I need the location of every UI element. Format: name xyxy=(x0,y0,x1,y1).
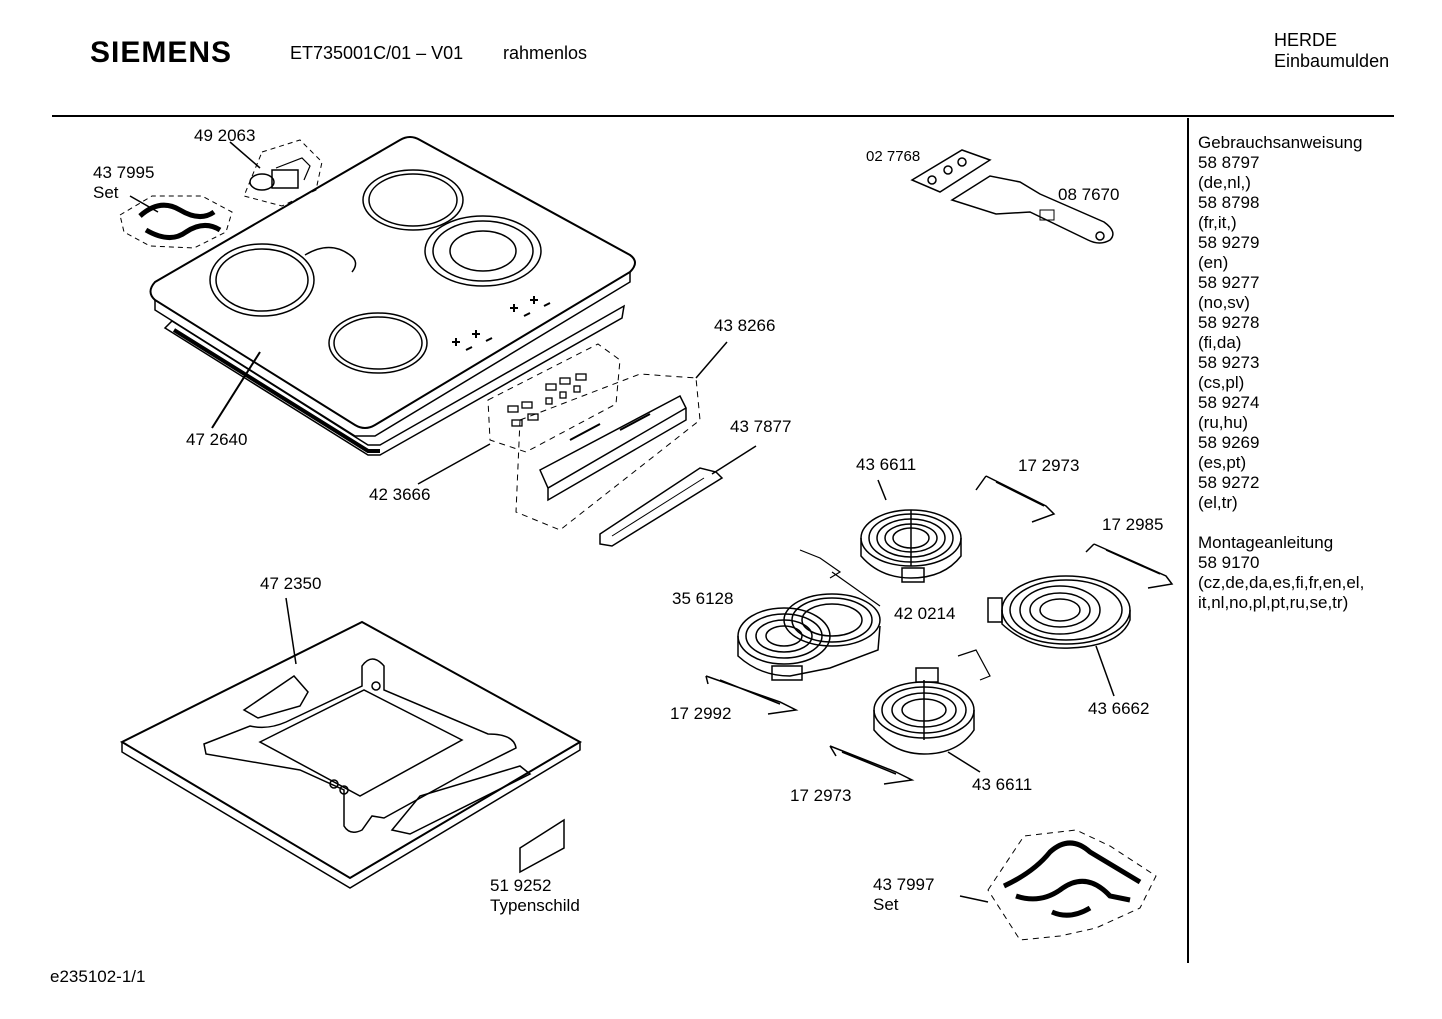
part-label-436611-top: 43 6611 xyxy=(856,455,917,474)
doc-line: 58 9279 xyxy=(1198,233,1260,252)
doc-line: 58 9278 xyxy=(1198,313,1260,332)
documentation-sidebar: Gebrauchsanweisung 58 8797 (de,nl,) 58 8… xyxy=(1198,133,1364,613)
doc-line: 58 8797 xyxy=(1198,153,1260,172)
doc-line: 58 9274 xyxy=(1198,393,1260,412)
part-label-087670: 08 7670 xyxy=(1058,185,1120,204)
brand-logo: SIEMENS xyxy=(90,36,233,69)
part-label-437997: 43 7997 xyxy=(873,875,935,894)
heating-element-double xyxy=(737,593,881,681)
type-plate xyxy=(519,818,565,874)
model-variant: rahmenlos xyxy=(503,43,588,63)
heating-element-oval xyxy=(987,575,1131,649)
bracket-lower-left xyxy=(705,675,799,715)
part-label-356128: 35 6128 xyxy=(672,589,734,608)
doc-line: 58 9170 xyxy=(1198,553,1260,572)
control-panel-set xyxy=(487,343,701,531)
part-label-437997-set: Set xyxy=(873,895,899,914)
part-label-172973-bottom: 17 2973 xyxy=(790,786,852,805)
doc-line: 58 8798 xyxy=(1198,193,1260,212)
doc-line-spacer xyxy=(1198,513,1364,533)
doc-line: it,nl,no,pl,pt,ru,se,tr) xyxy=(1198,593,1349,612)
document-id: e235102-1/1 xyxy=(50,967,146,986)
control-strip xyxy=(599,467,724,547)
doc-line: (de,nl,) xyxy=(1198,173,1251,192)
doc-line: (ru,hu) xyxy=(1198,413,1249,432)
part-label-423666: 42 3666 xyxy=(369,485,431,504)
scraper-tool xyxy=(910,149,1114,244)
doc-line: 58 9272 xyxy=(1198,473,1260,492)
part-label-420214: 42 0214 xyxy=(894,604,956,623)
bracket-small-right xyxy=(957,649,991,681)
part-label-027768: 02 7768 xyxy=(866,148,921,165)
heating-element-bottom xyxy=(873,667,975,755)
part-label-492063: 49 2063 xyxy=(194,126,256,145)
part-label-519252: 51 9252 xyxy=(490,876,552,895)
part-label-437877: 43 7877 xyxy=(730,417,792,436)
leader-437995 xyxy=(129,195,159,213)
doc-line: 58 9277 xyxy=(1198,273,1260,292)
part-label-172973-top: 17 2973 xyxy=(1018,456,1080,475)
part-label-437995: 43 7995 xyxy=(93,163,155,182)
doc-line: (el,tr) xyxy=(1198,493,1238,512)
doc-line: (fi,da) xyxy=(1198,333,1242,352)
part-label-172985: 17 2985 xyxy=(1102,515,1164,534)
part-label-519252-typenschild: Typenschild xyxy=(490,896,580,915)
leader-437877 xyxy=(711,445,757,475)
doc-line: (cs,pl) xyxy=(1198,373,1245,392)
part-label-172992: 17 2992 xyxy=(670,704,732,723)
model-number: ET735001C/01 – V01 xyxy=(290,43,464,63)
cooktop-glass xyxy=(149,136,636,456)
category-subtitle: Einbaumulden xyxy=(1274,51,1390,71)
doc-line: (cz,de,da,es,fi,fr,en,el, xyxy=(1198,573,1365,592)
leader-472640 xyxy=(211,351,261,429)
clip-set-lower xyxy=(987,829,1157,941)
leader-436662 xyxy=(1095,645,1115,697)
leader-492063 xyxy=(229,141,261,169)
leader-472350 xyxy=(285,597,297,665)
doc-line: (fr,it,) xyxy=(1198,213,1237,232)
doc-line: (en) xyxy=(1198,253,1229,272)
doc-line: Gebrauchsanweisung xyxy=(1198,133,1363,152)
leader-436611a xyxy=(877,479,887,501)
doc-line: Montageanleitung xyxy=(1198,533,1334,552)
leader-438266 xyxy=(695,341,728,379)
leader-423666 xyxy=(417,443,491,485)
doc-line: 58 9269 xyxy=(1198,433,1260,452)
base-pan xyxy=(119,620,583,889)
part-label-437995-set: Set xyxy=(93,183,119,202)
bracket-top-right xyxy=(975,475,1056,523)
sensor-part xyxy=(243,139,323,207)
leader-420214 xyxy=(831,571,881,607)
doc-line: (es,pt) xyxy=(1198,453,1247,472)
category-title: HERDE xyxy=(1274,30,1338,50)
part-label-472350: 47 2350 xyxy=(260,574,322,593)
bracket-lower-middle xyxy=(829,745,915,785)
bracket-right xyxy=(1085,543,1174,589)
part-label-436662: 43 6662 xyxy=(1088,699,1150,718)
doc-line: (no,sv) xyxy=(1198,293,1250,312)
bracket-small-left xyxy=(799,549,842,579)
clip-set xyxy=(119,195,233,249)
leader-437997 xyxy=(959,895,989,903)
leader-436611b xyxy=(947,751,981,773)
part-label-472640: 47 2640 xyxy=(186,430,248,449)
heating-element-top xyxy=(860,509,962,583)
part-label-436611-bottom: 43 6611 xyxy=(972,775,1033,794)
part-label-438266: 43 8266 xyxy=(714,316,776,335)
doc-line: 58 9273 xyxy=(1198,353,1260,372)
